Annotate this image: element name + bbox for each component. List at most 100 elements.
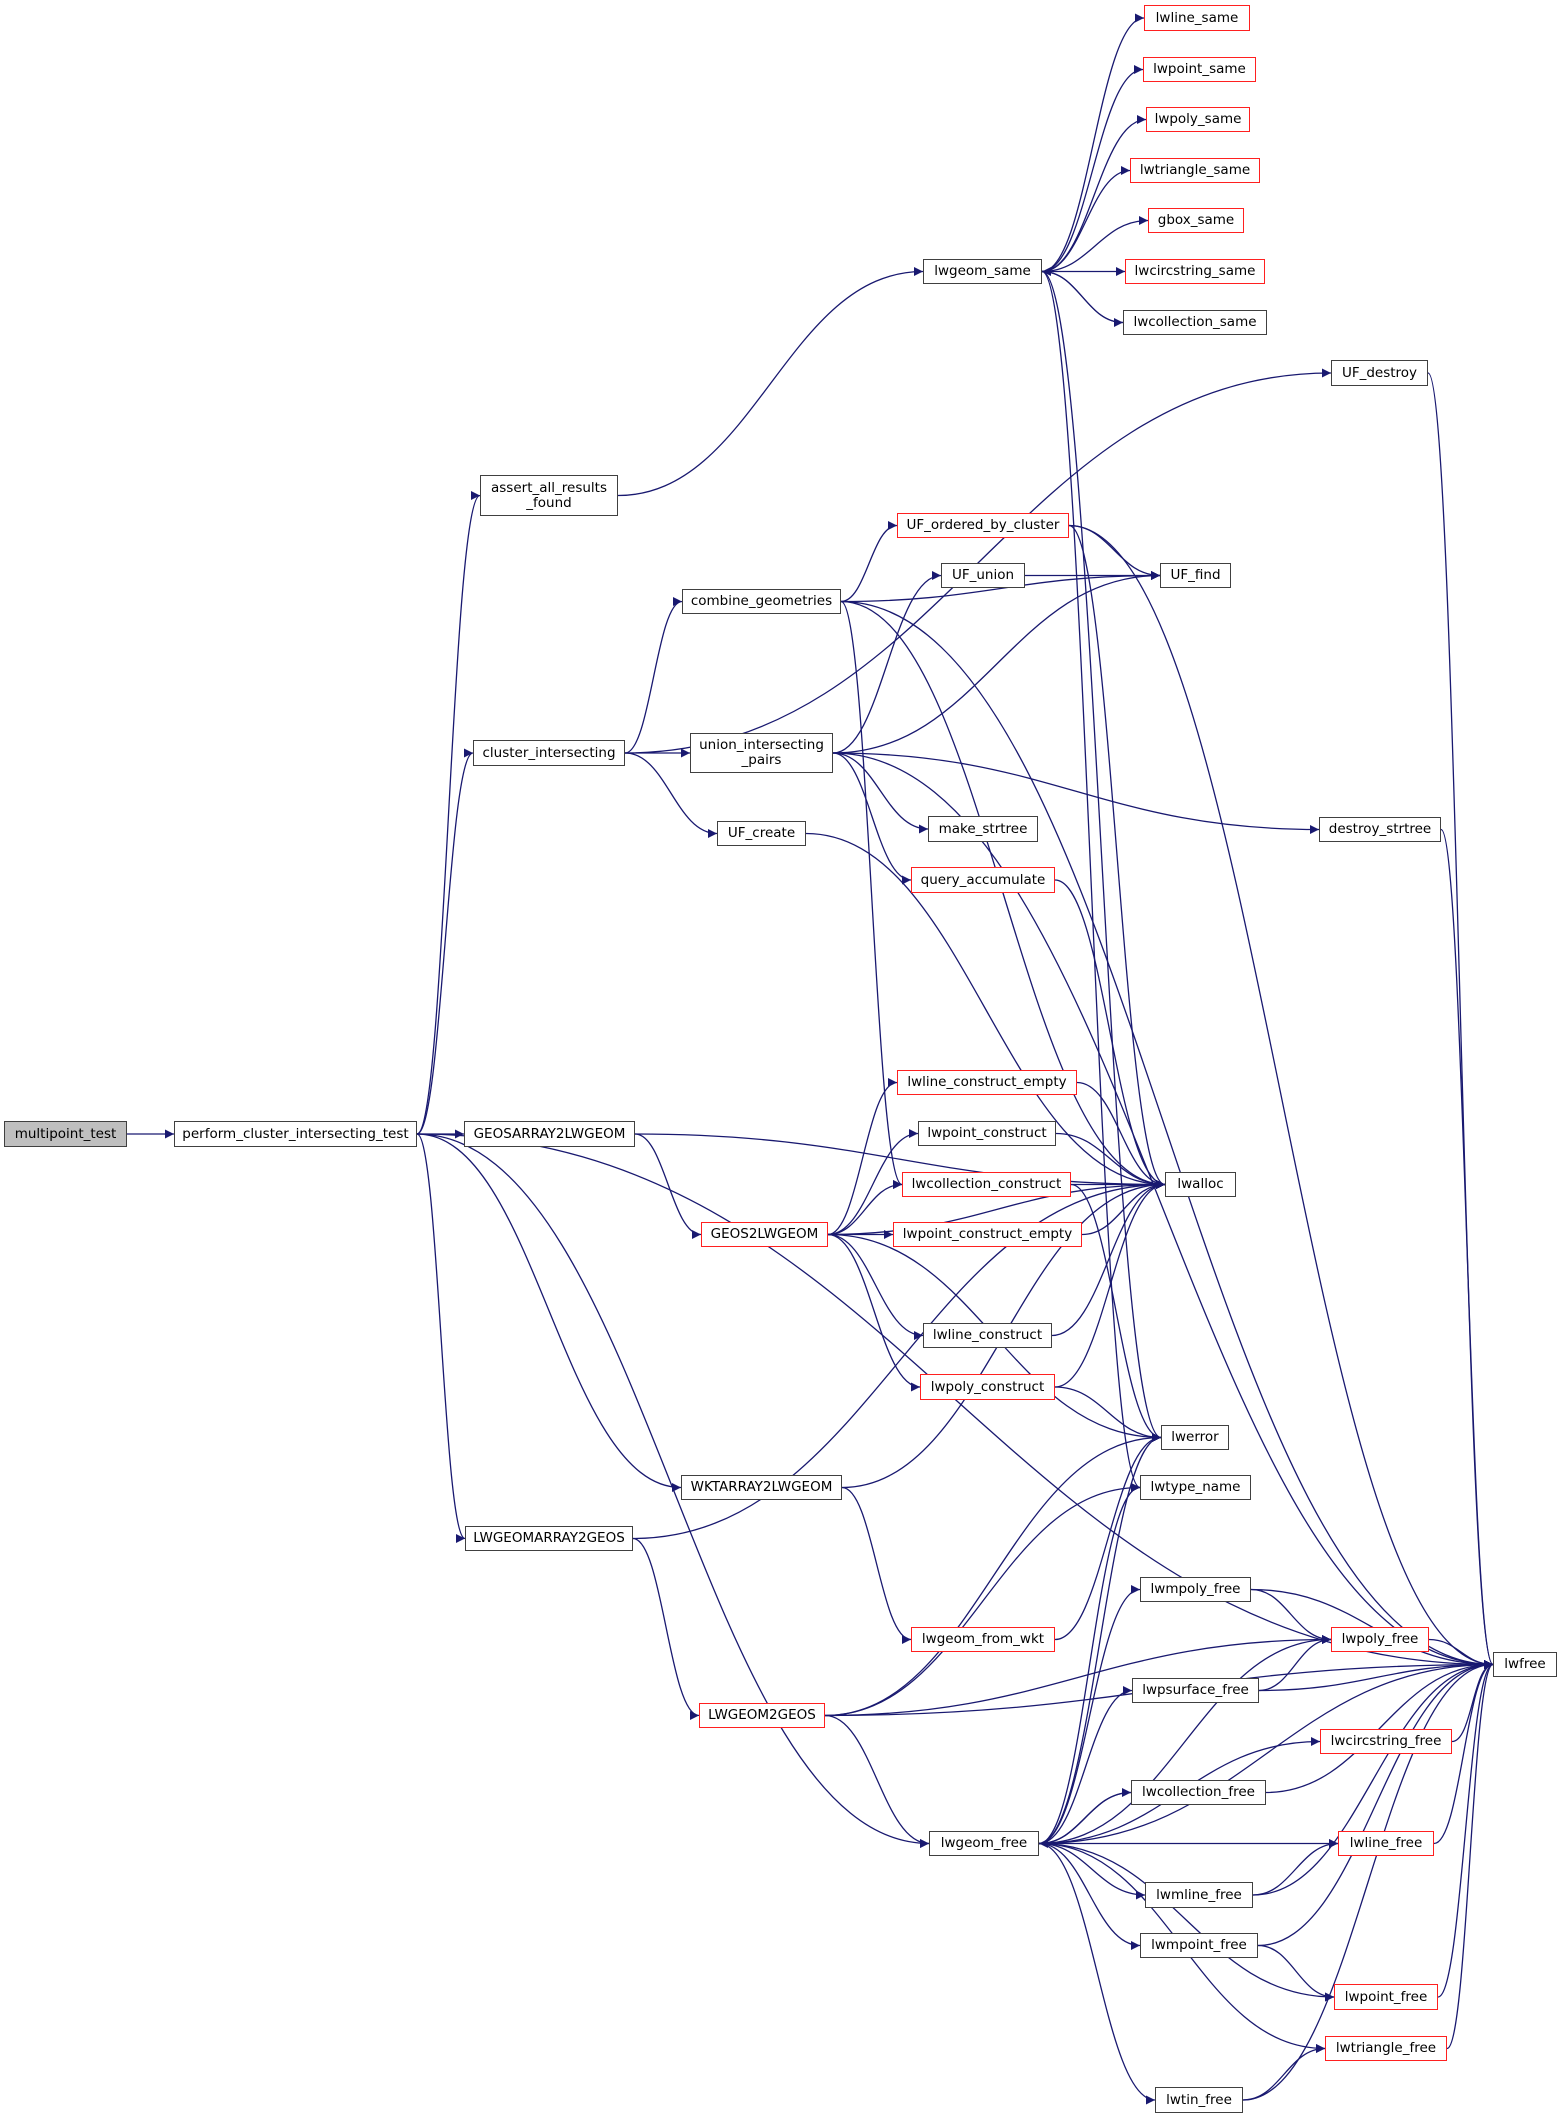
node-combine-geometries[interactable]: combine_geometries: [682, 589, 841, 614]
edge-combine-geometries-to-uf-ordered-by-cluster: [840, 521, 898, 603]
edge-union-intersecting-pairs-to-uf-union: [832, 571, 942, 754]
node-union-intersecting-pairs[interactable]: union_intersecting _pairs: [690, 733, 833, 773]
edge-geos2lwgeom-to-lwpoly-construct: [827, 1233, 921, 1392]
node-lwgeom2geos[interactable]: LWGEOM2GEOS: [699, 1703, 825, 1728]
node-lwpoint-same[interactable]: lwpoint_same: [1143, 57, 1256, 82]
edge-lwgeomarray2geos-to-lwgeom2geos: [632, 1537, 700, 1720]
node-geosarray2lwgeom[interactable]: GEOSARRAY2LWGEOM: [464, 1121, 635, 1147]
edge-perform-cluster-intersecting-test-to-lwgeomarray2geos: [416, 1133, 466, 1543]
edge-lwgeom2geos-to-lwgeom-free: [824, 1714, 930, 1848]
edge-geosarray2lwgeom-to-lwalloc: [634, 1133, 1166, 1189]
node-lwline-same[interactable]: lwline_same: [1144, 5, 1250, 31]
edge-lwline-construct-to-lwalloc: [1051, 1180, 1166, 1337]
node-lwpoint-construct[interactable]: lwpoint_construct: [918, 1121, 1056, 1146]
node-perform-cluster-intersecting-test[interactable]: perform_cluster_intersecting_test: [174, 1121, 417, 1147]
node-lwtin-free[interactable]: lwtin_free: [1155, 2087, 1243, 2113]
edge-lwpoint-free-to-lwfree: [1437, 1660, 1494, 1998]
edge-geos2lwgeom-to-lwpoint-construct: [827, 1129, 919, 1236]
node-lwpsurface-free[interactable]: lwpsurface_free: [1132, 1678, 1259, 1703]
node-lwcircstring-free[interactable]: lwcircstring_free: [1320, 1729, 1452, 1754]
edge-lwgeom-free-to-lwerror: [1038, 1433, 1162, 1845]
node-lwline-free[interactable]: lwline_free: [1338, 1831, 1434, 1856]
node-wktarray2lwgeom[interactable]: WKTARRAY2LWGEOM: [681, 1475, 842, 1500]
edge-combine-geometries-to-lwcollection-construct: [840, 600, 903, 1189]
node-lwcollection-free[interactable]: lwcollection_free: [1131, 1780, 1266, 1805]
edge-lwgeom-free-to-lwpsurface-free: [1038, 1686, 1133, 1845]
edge-geos2lwgeom-to-lwline-construct: [827, 1233, 924, 1340]
edge-lwpoly-construct-to-lwalloc: [1054, 1180, 1166, 1388]
edge-cluster-intersecting-to-combine-geometries: [624, 597, 683, 754]
node-lwcollection-construct[interactable]: lwcollection_construct: [902, 1172, 1071, 1197]
node-cluster-intersecting[interactable]: cluster_intersecting: [473, 740, 625, 766]
edge-wktarray2lwgeom-to-lwgeom-from-wkt: [841, 1486, 912, 1644]
edge-lwmpoly-free-to-lwpoly-free: [1250, 1588, 1332, 1644]
edge-union-intersecting-pairs-to-query-accumulate: [832, 752, 912, 885]
node-uf-create[interactable]: UF_create: [717, 821, 806, 846]
node-lwline-construct-empty[interactable]: lwline_construct_empty: [897, 1070, 1077, 1095]
node-lwtriangle-same[interactable]: lwtriangle_same: [1130, 158, 1260, 183]
node-lwmline-free[interactable]: lwmline_free: [1145, 1882, 1253, 1908]
node-lwmpoly-free[interactable]: lwmpoly_free: [1140, 1577, 1251, 1602]
node-gbox-same[interactable]: gbox_same: [1148, 208, 1244, 233]
edge-lwcollection-free-to-lwgeom-free: [1038, 1791, 1132, 1848]
node-lwmpoint-free[interactable]: lwmpoint_free: [1140, 1933, 1258, 1958]
node-lwgeom-free[interactable]: lwgeom_free: [929, 1831, 1039, 1856]
edge-lwmpoint-free-to-lwfree: [1257, 1660, 1494, 1947]
edge-query-accumulate-to-lwalloc: [1054, 879, 1166, 1189]
edge-lwmpoint-free-to-lwpoint-free: [1257, 1944, 1335, 2002]
edge-destroy-strtree-to-lwfree: [1440, 828, 1494, 1669]
edge-lwgeom-same-to-gbox-same: [1041, 216, 1149, 273]
edge-lwgeom-free-to-lwfree: [1038, 1660, 1494, 1845]
node-geos2lwgeom[interactable]: GEOS2LWGEOM: [701, 1222, 828, 1247]
edge-lwgeom-free-to-lwmpoint-free: [1038, 1842, 1141, 1950]
node-uf-union[interactable]: UF_union: [941, 563, 1025, 588]
node-uf-ordered-by-cluster[interactable]: UF_ordered_by_cluster: [897, 513, 1069, 538]
edge-union-intersecting-pairs-to-uf-find: [832, 571, 1161, 754]
node-lwgeom-same[interactable]: lwgeom_same: [923, 259, 1042, 284]
node-lwgeomarray2geos[interactable]: LWGEOMARRAY2GEOS: [465, 1526, 633, 1551]
node-destroy-strtree[interactable]: destroy_strtree: [1319, 817, 1441, 842]
node-make-strtree[interactable]: make_strtree: [928, 816, 1038, 842]
edge-uf-create-to-lwalloc: [805, 832, 1166, 1189]
edge-perform-cluster-intersecting-test-to-lwgeom-free: [416, 1133, 930, 1848]
edge-lwgeomarray2geos-to-lwalloc: [632, 1180, 1166, 1540]
edge-lwmline-free-to-lwfree: [1252, 1660, 1494, 1896]
node-lwgeom-from-wkt[interactable]: lwgeom_from_wkt: [911, 1627, 1055, 1652]
node-lwcollection-same[interactable]: lwcollection_same: [1123, 310, 1267, 335]
node-lwerror[interactable]: lwerror: [1161, 1425, 1229, 1450]
node-lwpoint-construct-empty[interactable]: lwpoint_construct_empty: [893, 1222, 1082, 1247]
edge-union-intersecting-pairs-to-make-strtree: [832, 752, 929, 834]
edge-lwcollection-same-to-lwgeom-same: [1041, 267, 1124, 324]
node-multipoint-test: multipoint_test: [4, 1121, 127, 1147]
node-lwpoly-same[interactable]: lwpoly_same: [1146, 107, 1250, 132]
node-lwcircstring-same[interactable]: lwcircstring_same: [1125, 259, 1265, 284]
edge-cluster-intersecting-to-uf-create: [624, 752, 718, 838]
node-assert-all-results-found[interactable]: assert_all_results _found: [480, 475, 618, 516]
edge-lwpoly-construct-to-lwerror: [1054, 1386, 1162, 1442]
node-lwtype-name[interactable]: lwtype_name: [1140, 1475, 1251, 1500]
node-uf-find[interactable]: UF_find: [1160, 563, 1231, 588]
node-lwfree[interactable]: lwfree: [1493, 1652, 1557, 1677]
edge-lwtriangle-free-to-lwfree: [1446, 1660, 1494, 2050]
node-lwpoly-free[interactable]: lwpoly_free: [1331, 1627, 1429, 1652]
edge-uf-destroy-to-lwfree: [1427, 372, 1494, 1669]
edge-lwgeom-same-to-lwtriangle-same: [1041, 166, 1131, 273]
node-lwline-construct[interactable]: lwline_construct: [923, 1323, 1052, 1348]
edge-perform-cluster-intersecting-test-to-assert-all-results-found: [416, 491, 481, 1135]
edge-union-intersecting-pairs-to-destroy-strtree: [832, 752, 1320, 834]
edge-lwgeom-same-to-lwtype-name: [1041, 270, 1141, 1492]
node-uf-destroy[interactable]: UF_destroy: [1331, 360, 1428, 386]
edge-geos2lwgeom-to-lwcollection-construct: [827, 1180, 903, 1236]
node-lwpoly-construct[interactable]: lwpoly_construct: [920, 1374, 1055, 1400]
node-lwpoint-free[interactable]: lwpoint_free: [1334, 1984, 1438, 2010]
node-lwtriangle-free[interactable]: lwtriangle_free: [1325, 2036, 1447, 2061]
edge-lwpsurface-free-to-lwpoly-free: [1258, 1635, 1332, 1692]
node-query-accumulate[interactable]: query_accumulate: [911, 867, 1055, 893]
edge-geos2lwgeom-to-lwalloc: [827, 1180, 1166, 1236]
edge-lwline-construct-empty-to-lwalloc: [1076, 1081, 1166, 1189]
node-lwalloc[interactable]: lwalloc: [1165, 1172, 1236, 1197]
edge-lwcollection-construct-to-lwerror: [1070, 1183, 1162, 1442]
edge-lwgeom-free-to-lwpoint-free: [1038, 1842, 1335, 2002]
edge-assert-all-results-found-to-lwgeom-same: [617, 267, 924, 497]
